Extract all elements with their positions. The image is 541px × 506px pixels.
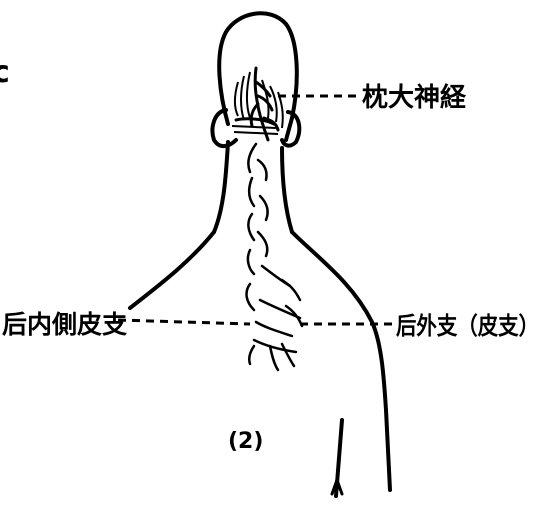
panel-label: (2) xyxy=(228,429,263,454)
medial-branch-label: 后内側皮支 xyxy=(2,310,127,339)
left-shoulder xyxy=(130,232,214,308)
edge-mark: c xyxy=(0,55,10,90)
medial-leader xyxy=(118,320,250,324)
lateral-branch-label: 后外支（皮支） xyxy=(396,312,539,340)
spinal-branches xyxy=(247,144,302,370)
neck-right xyxy=(282,148,292,232)
right-shoulder xyxy=(292,232,386,410)
right-arm xyxy=(386,410,390,490)
head-outline xyxy=(219,13,297,140)
occipital-nerve-label: 枕大神経 xyxy=(362,82,467,113)
neck-left xyxy=(214,142,228,232)
occipital-nerve xyxy=(251,68,278,140)
